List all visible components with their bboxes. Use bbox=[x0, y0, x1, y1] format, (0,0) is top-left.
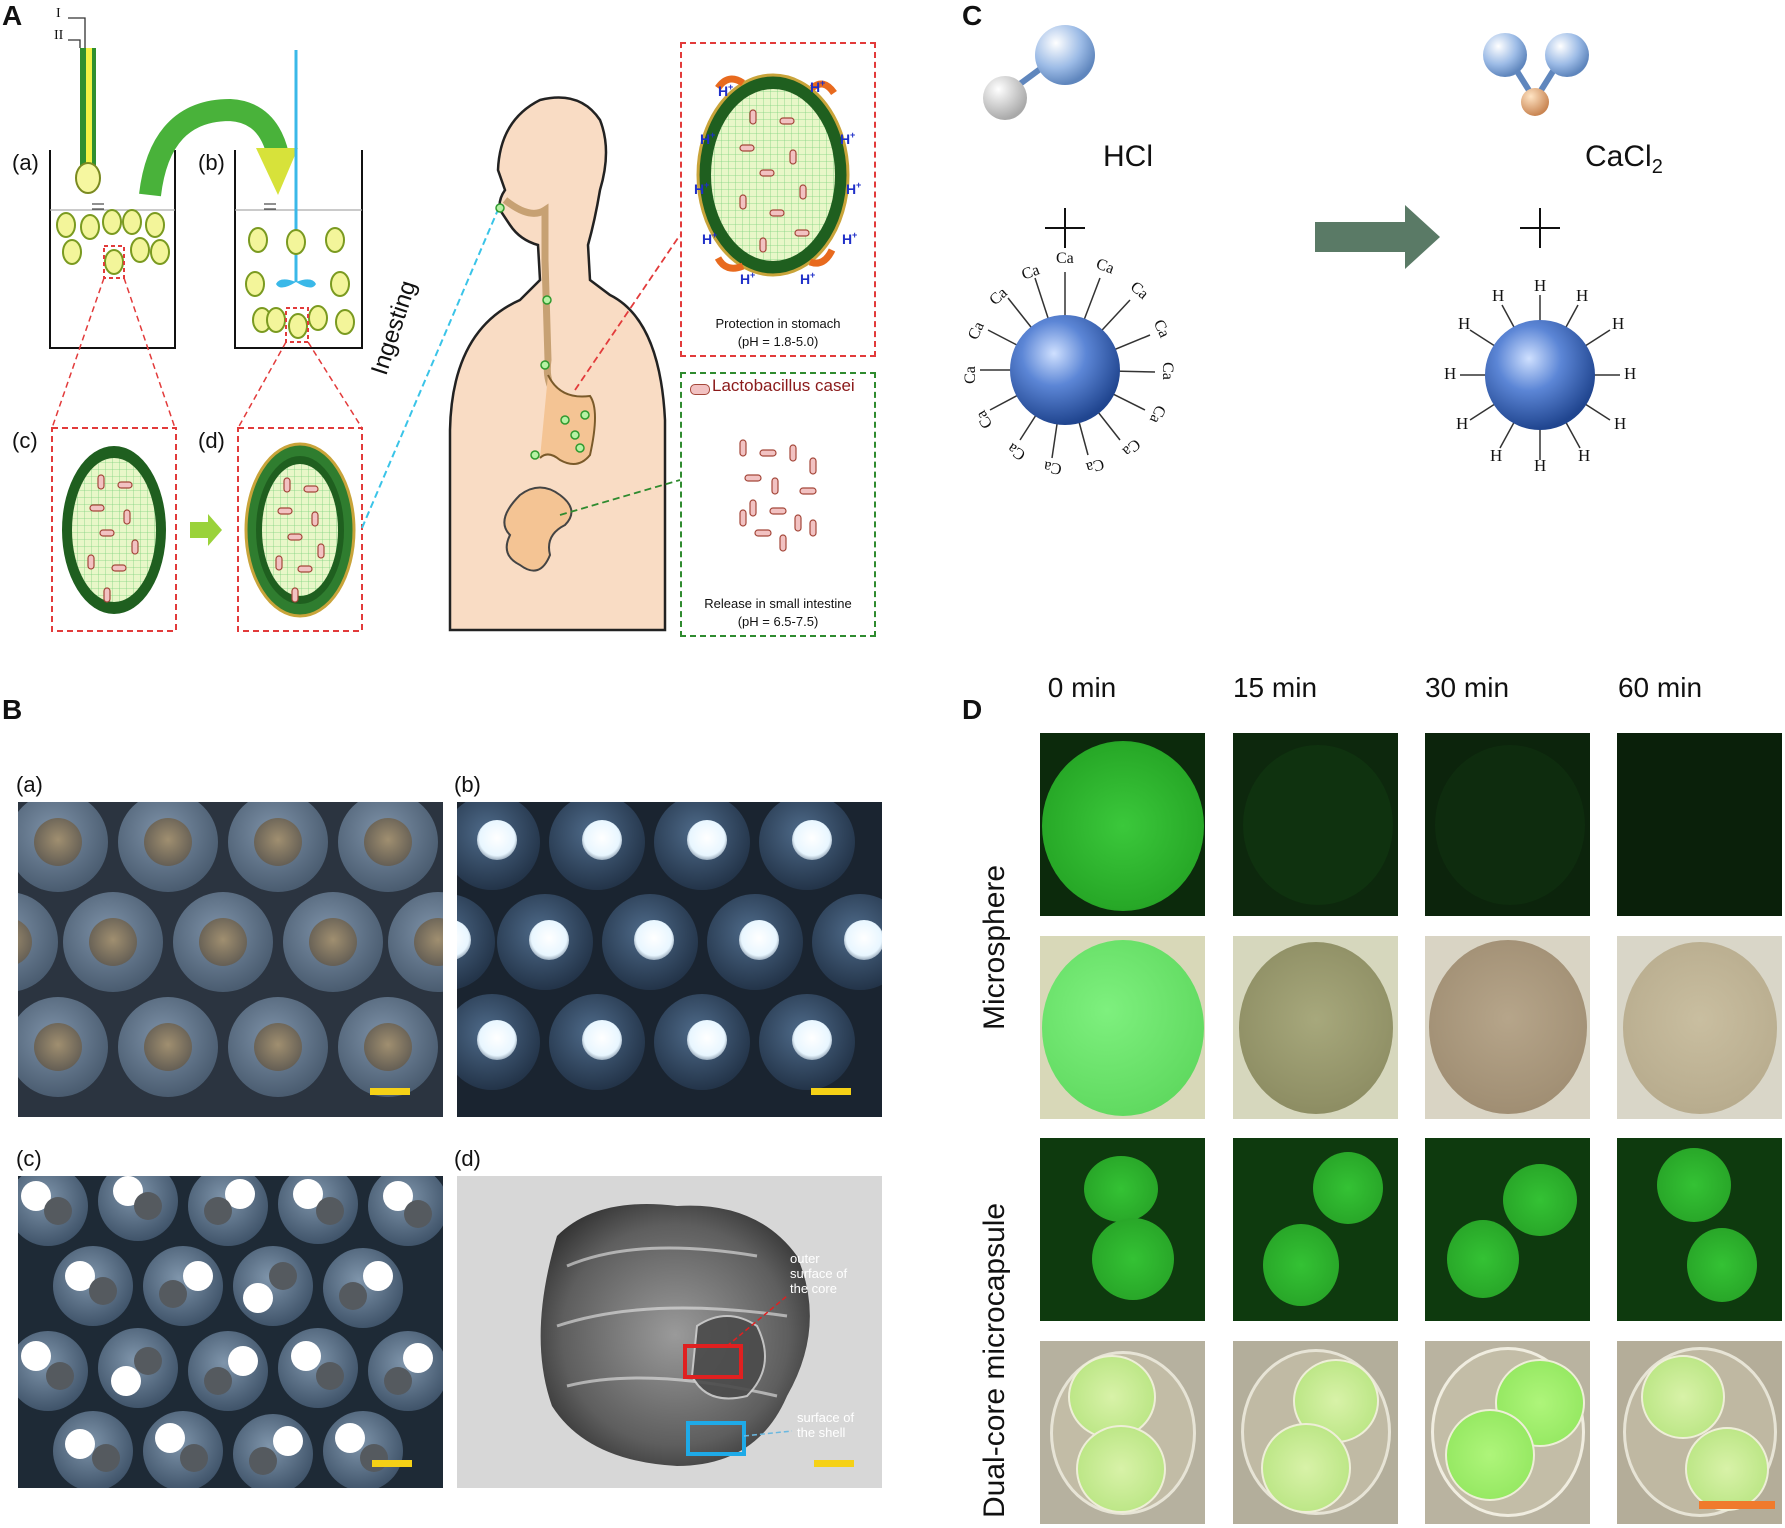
scale-bar bbox=[814, 1460, 854, 1467]
d-r3-c3 bbox=[1425, 1138, 1590, 1321]
d-r4-c3 bbox=[1425, 1341, 1590, 1524]
d-r1-c2 bbox=[1233, 733, 1398, 916]
d-r4-c1 bbox=[1040, 1341, 1205, 1524]
stomach-caption-1: Protection in stomach bbox=[715, 316, 841, 331]
time-0: 0 min bbox=[1047, 672, 1117, 703]
d-r1-c3 bbox=[1425, 733, 1590, 916]
hcl-molecule bbox=[983, 25, 1095, 120]
bacteria-label: Lactobacillus casei bbox=[712, 376, 855, 395]
scale-bar-orange bbox=[1699, 1501, 1775, 1509]
photo-b-a bbox=[18, 802, 443, 1117]
intestine-caption-1: Release in small intestine bbox=[704, 596, 852, 611]
hcl-label: HCl bbox=[1103, 140, 1153, 173]
a-sub-c: (c) bbox=[12, 428, 38, 453]
d-r1-c1 bbox=[1040, 733, 1205, 916]
capsule-d bbox=[244, 442, 356, 618]
beaker-a bbox=[49, 150, 176, 349]
coaxial-needle bbox=[68, 17, 101, 194]
reaction-arrow bbox=[1315, 205, 1440, 269]
cacl2-molecule bbox=[1483, 33, 1589, 116]
beaker-b bbox=[234, 50, 363, 349]
d-r3-c2 bbox=[1233, 1138, 1398, 1321]
d-r2-c3 bbox=[1425, 936, 1590, 1119]
capsule-c bbox=[62, 446, 166, 614]
ca-atom-labels: Ca Ca Ca Ca Ca Ca Ca Ca Ca Ca Ca Ca Ca C… bbox=[961, 250, 1176, 478]
marker-i: I bbox=[56, 6, 61, 21]
a-sub-d: (d) bbox=[198, 428, 225, 453]
stomach-caption-2: (pH = 1.8-5.0) bbox=[737, 334, 819, 349]
d-r3-c4 bbox=[1617, 1138, 1782, 1321]
stomach-capsule bbox=[696, 73, 850, 277]
hydrogen-particle bbox=[1460, 295, 1620, 460]
intestine-caption-2: (pH = 6.5-7.5) bbox=[737, 614, 819, 629]
scale-bar bbox=[811, 1088, 851, 1095]
released-bacteria bbox=[739, 439, 817, 552]
d-r2-c2 bbox=[1233, 936, 1398, 1119]
panel-c-diagram bbox=[980, 25, 1620, 460]
scale-bar bbox=[372, 1460, 412, 1467]
intestine-box: Lactobacillus casei Release in small int… bbox=[680, 372, 876, 637]
cacl2-label: CaCl2 bbox=[1585, 140, 1663, 178]
a-sub-b: (b) bbox=[198, 150, 225, 175]
h-atom-labels: H H H H H H H H H H H H bbox=[1444, 276, 1637, 475]
time-60: 60 min bbox=[1617, 672, 1703, 703]
panel-label-d: D bbox=[962, 694, 983, 725]
calcium-particle bbox=[980, 272, 1156, 459]
b-sub-a: (a) bbox=[16, 772, 43, 797]
row-label-dual-core: Dual-core microcapsule bbox=[978, 1202, 1011, 1518]
photo-b-c bbox=[18, 1176, 443, 1488]
d-r2-c1 bbox=[1040, 936, 1205, 1119]
d-r3-c1 bbox=[1040, 1138, 1205, 1321]
photo-b-b bbox=[457, 802, 882, 1117]
b-sub-b: (b) bbox=[454, 772, 481, 797]
panel-label-a: A bbox=[2, 0, 23, 31]
row-label-microsphere: Microsphere bbox=[978, 864, 1011, 1030]
d-r4-c4 bbox=[1617, 1341, 1782, 1524]
d-r1-c4 bbox=[1617, 733, 1782, 916]
panel-label-c: C bbox=[962, 0, 983, 31]
bacteria-icon bbox=[690, 384, 710, 395]
panel-label-b: B bbox=[2, 694, 23, 725]
b-sub-d: (d) bbox=[454, 1146, 481, 1171]
time-30: 30 min bbox=[1424, 672, 1510, 703]
marker-ii: II bbox=[54, 28, 64, 43]
human-body bbox=[448, 96, 667, 632]
scale-bar bbox=[370, 1088, 410, 1095]
time-15: 15 min bbox=[1232, 672, 1318, 703]
panel-a-diagram bbox=[49, 17, 850, 632]
a-sub-a: (a) bbox=[12, 150, 39, 175]
d-r4-c2 bbox=[1233, 1341, 1398, 1524]
stomach-box: Protection in stomach (pH = 1.8-5.0) bbox=[680, 42, 876, 357]
b-sub-c: (c) bbox=[16, 1146, 42, 1171]
d-r2-c4 bbox=[1617, 936, 1782, 1119]
